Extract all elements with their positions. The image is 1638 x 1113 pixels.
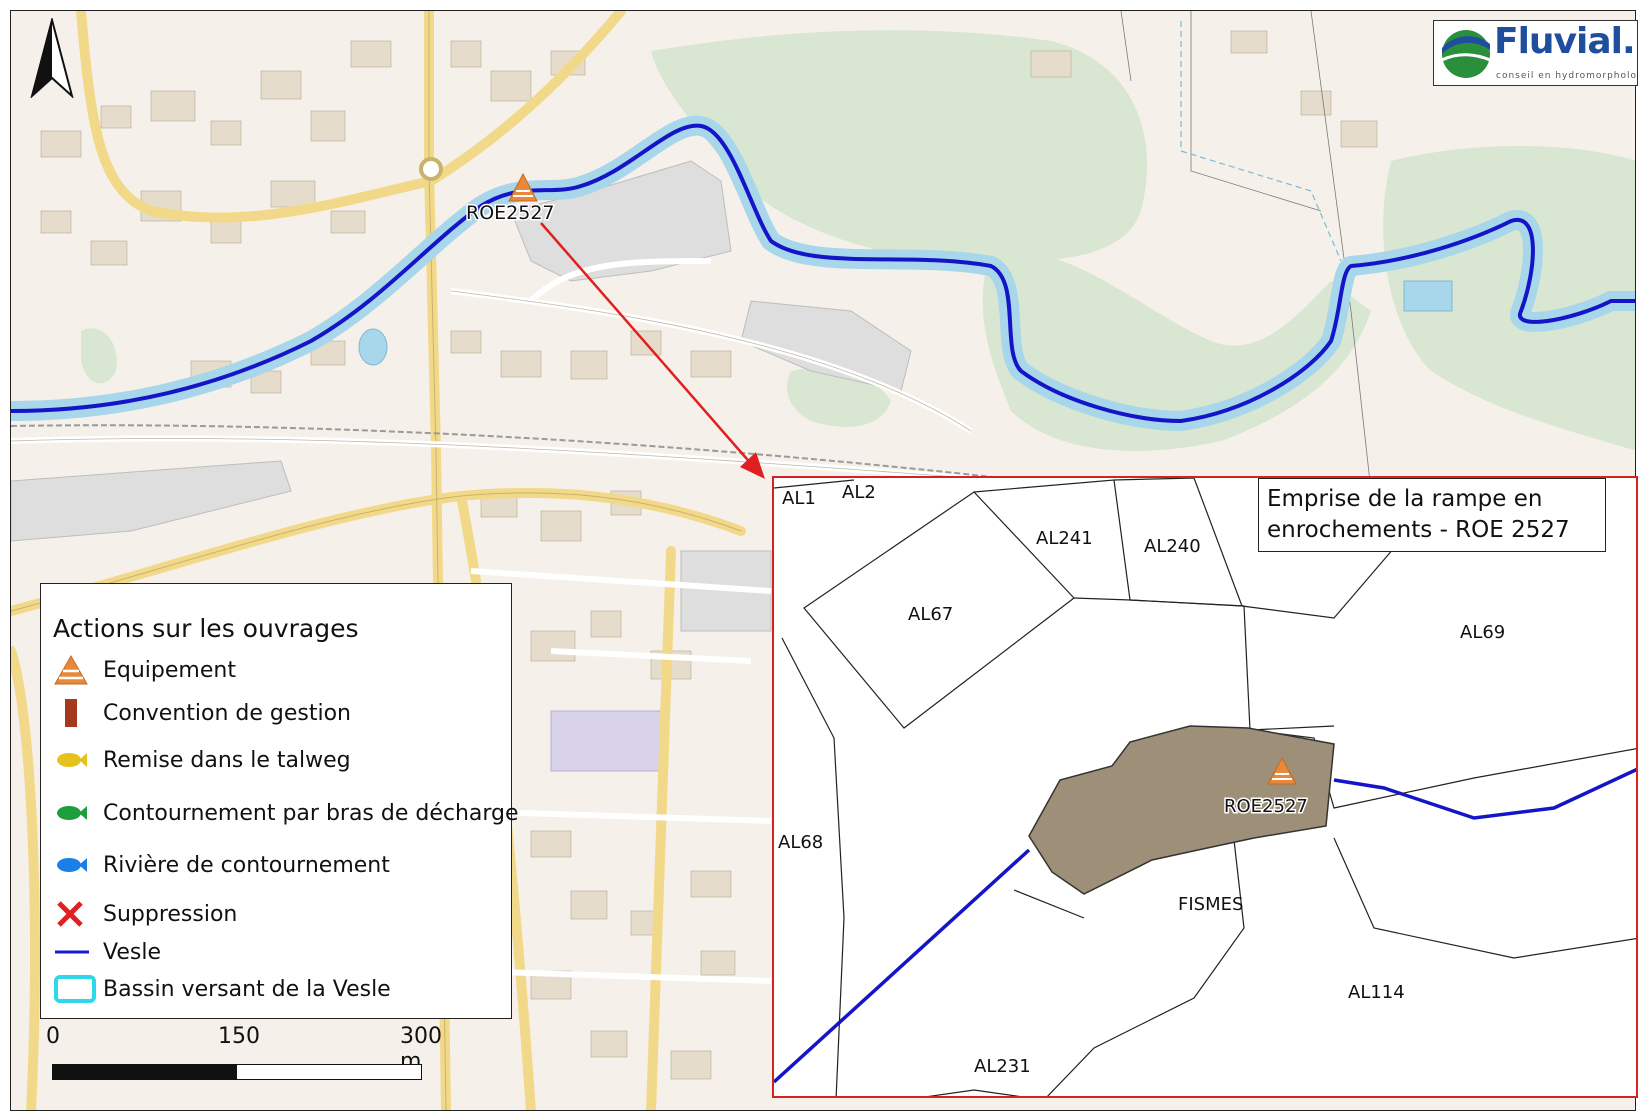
forest-area	[1383, 146, 1635, 451]
structure-label: ROE2527	[466, 202, 555, 224]
basemap: ROE2527	[11, 11, 1635, 1110]
inset-parcels: ROE2527 AL1 AL2 AL241 AL240 AL67 AL69 AL…	[774, 478, 1636, 1096]
scale-track	[52, 1064, 422, 1080]
legend-item-convention: Convention de gestion	[53, 697, 351, 729]
river-vesle	[11, 123, 1635, 423]
parcel-label-al69: AL69	[1460, 622, 1505, 643]
north-arrow-icon	[30, 18, 74, 98]
basin-boundary	[1180, 21, 1342, 262]
legend-item-talweg: Remise dans le talweg	[53, 744, 351, 776]
legend-item-vesle: Vesle	[53, 936, 161, 968]
legend-title: Actions sur les ouvrages	[53, 614, 359, 643]
legend-label: Rivière de contournement	[103, 852, 390, 878]
parcel-label-al1: AL1	[782, 488, 816, 509]
legend-item-riviere-contournement: Rivière de contournement	[53, 849, 390, 881]
legend-label: Remise dans le talweg	[103, 747, 351, 773]
secondary-roads-outline	[11, 290, 1012, 482]
callout-arrow-line	[540, 222, 754, 467]
logo: Fluvial.IS conseil en hydromorphologie	[1433, 20, 1638, 86]
callout-line-2: enrochements - ROE 2527	[1267, 517, 1570, 543]
school-area	[550, 710, 662, 772]
brown-bar-icon	[53, 697, 97, 729]
parcel-label-al68: AL68	[778, 832, 823, 853]
legend-item-equipement: Equipement	[53, 654, 236, 686]
logo-text: Fluvial.IS	[1494, 21, 1637, 62]
roundabout	[419, 157, 443, 181]
railway	[11, 424, 1112, 492]
parcel-lines	[1120, 11, 1372, 492]
parcel-label-al2: AL2	[842, 482, 876, 503]
structure-marker	[508, 172, 538, 202]
inset-structure-marker	[1267, 756, 1297, 785]
legend-item-bassin: Bassin versant de la Vesle	[53, 973, 391, 1005]
blue-fish-icon	[53, 849, 97, 881]
inset-map[interactable]: ROE2527 AL1 AL2 AL241 AL240 AL67 AL69 AL…	[772, 476, 1638, 1098]
callout-line-1: Emprise de la rampe en	[1267, 486, 1543, 512]
legend-label: Convention de gestion	[103, 700, 351, 726]
logo-globe-icon	[1441, 30, 1491, 78]
forest-area	[81, 328, 117, 384]
parcel-label-al240: AL240	[1144, 536, 1201, 557]
legend-label: Bassin versant de la Vesle	[103, 976, 391, 1002]
logo-subtitle: conseil en hydromorphologie	[1496, 71, 1638, 81]
inset-river	[774, 767, 1636, 1084]
parcel-label-al114: AL114	[1348, 982, 1405, 1003]
parcel-label-fismes: FISMES	[1178, 894, 1243, 915]
legend-label: Vesle	[103, 939, 161, 965]
cyan-box-icon	[53, 973, 97, 1005]
scale-fill	[53, 1065, 237, 1079]
inset-callout: Emprise de la rampe en enrochements - RO…	[1258, 478, 1606, 552]
forest-area	[651, 30, 1147, 262]
legend: Actions sur les ouvrages Equipement Conv…	[40, 583, 519, 1019]
green-fish-icon	[53, 797, 97, 829]
legend-item-bras-decharge: Contournement par bras de décharge	[53, 797, 519, 829]
rock-ramp-footprint	[1028, 725, 1335, 895]
orange-triangle-icon	[53, 654, 97, 686]
legend-label: Suppression	[103, 901, 238, 927]
inset-structure-label: ROE2527	[1224, 796, 1308, 817]
blue-line-icon	[53, 936, 97, 968]
scale-label-150: 150	[218, 1024, 260, 1049]
scale-label-0: 0	[46, 1024, 60, 1049]
yellow-fish-icon	[53, 744, 97, 776]
scale-bar: 0 150 300 m	[40, 1024, 470, 1088]
legend-item-suppression: Suppression	[53, 898, 237, 930]
legend-label: Equipement	[103, 657, 236, 683]
red-cross-icon	[53, 898, 97, 930]
parcel-label-al67: AL67	[908, 604, 953, 625]
callout-arrowhead	[740, 452, 765, 479]
industrial-area	[11, 460, 292, 542]
legend-label: Contournement par bras de décharge	[103, 800, 519, 826]
pond	[358, 328, 388, 366]
parcel-label-al231: AL231	[974, 1056, 1031, 1077]
pond	[1403, 280, 1453, 312]
parcel-label-al241: AL241	[1036, 528, 1093, 549]
